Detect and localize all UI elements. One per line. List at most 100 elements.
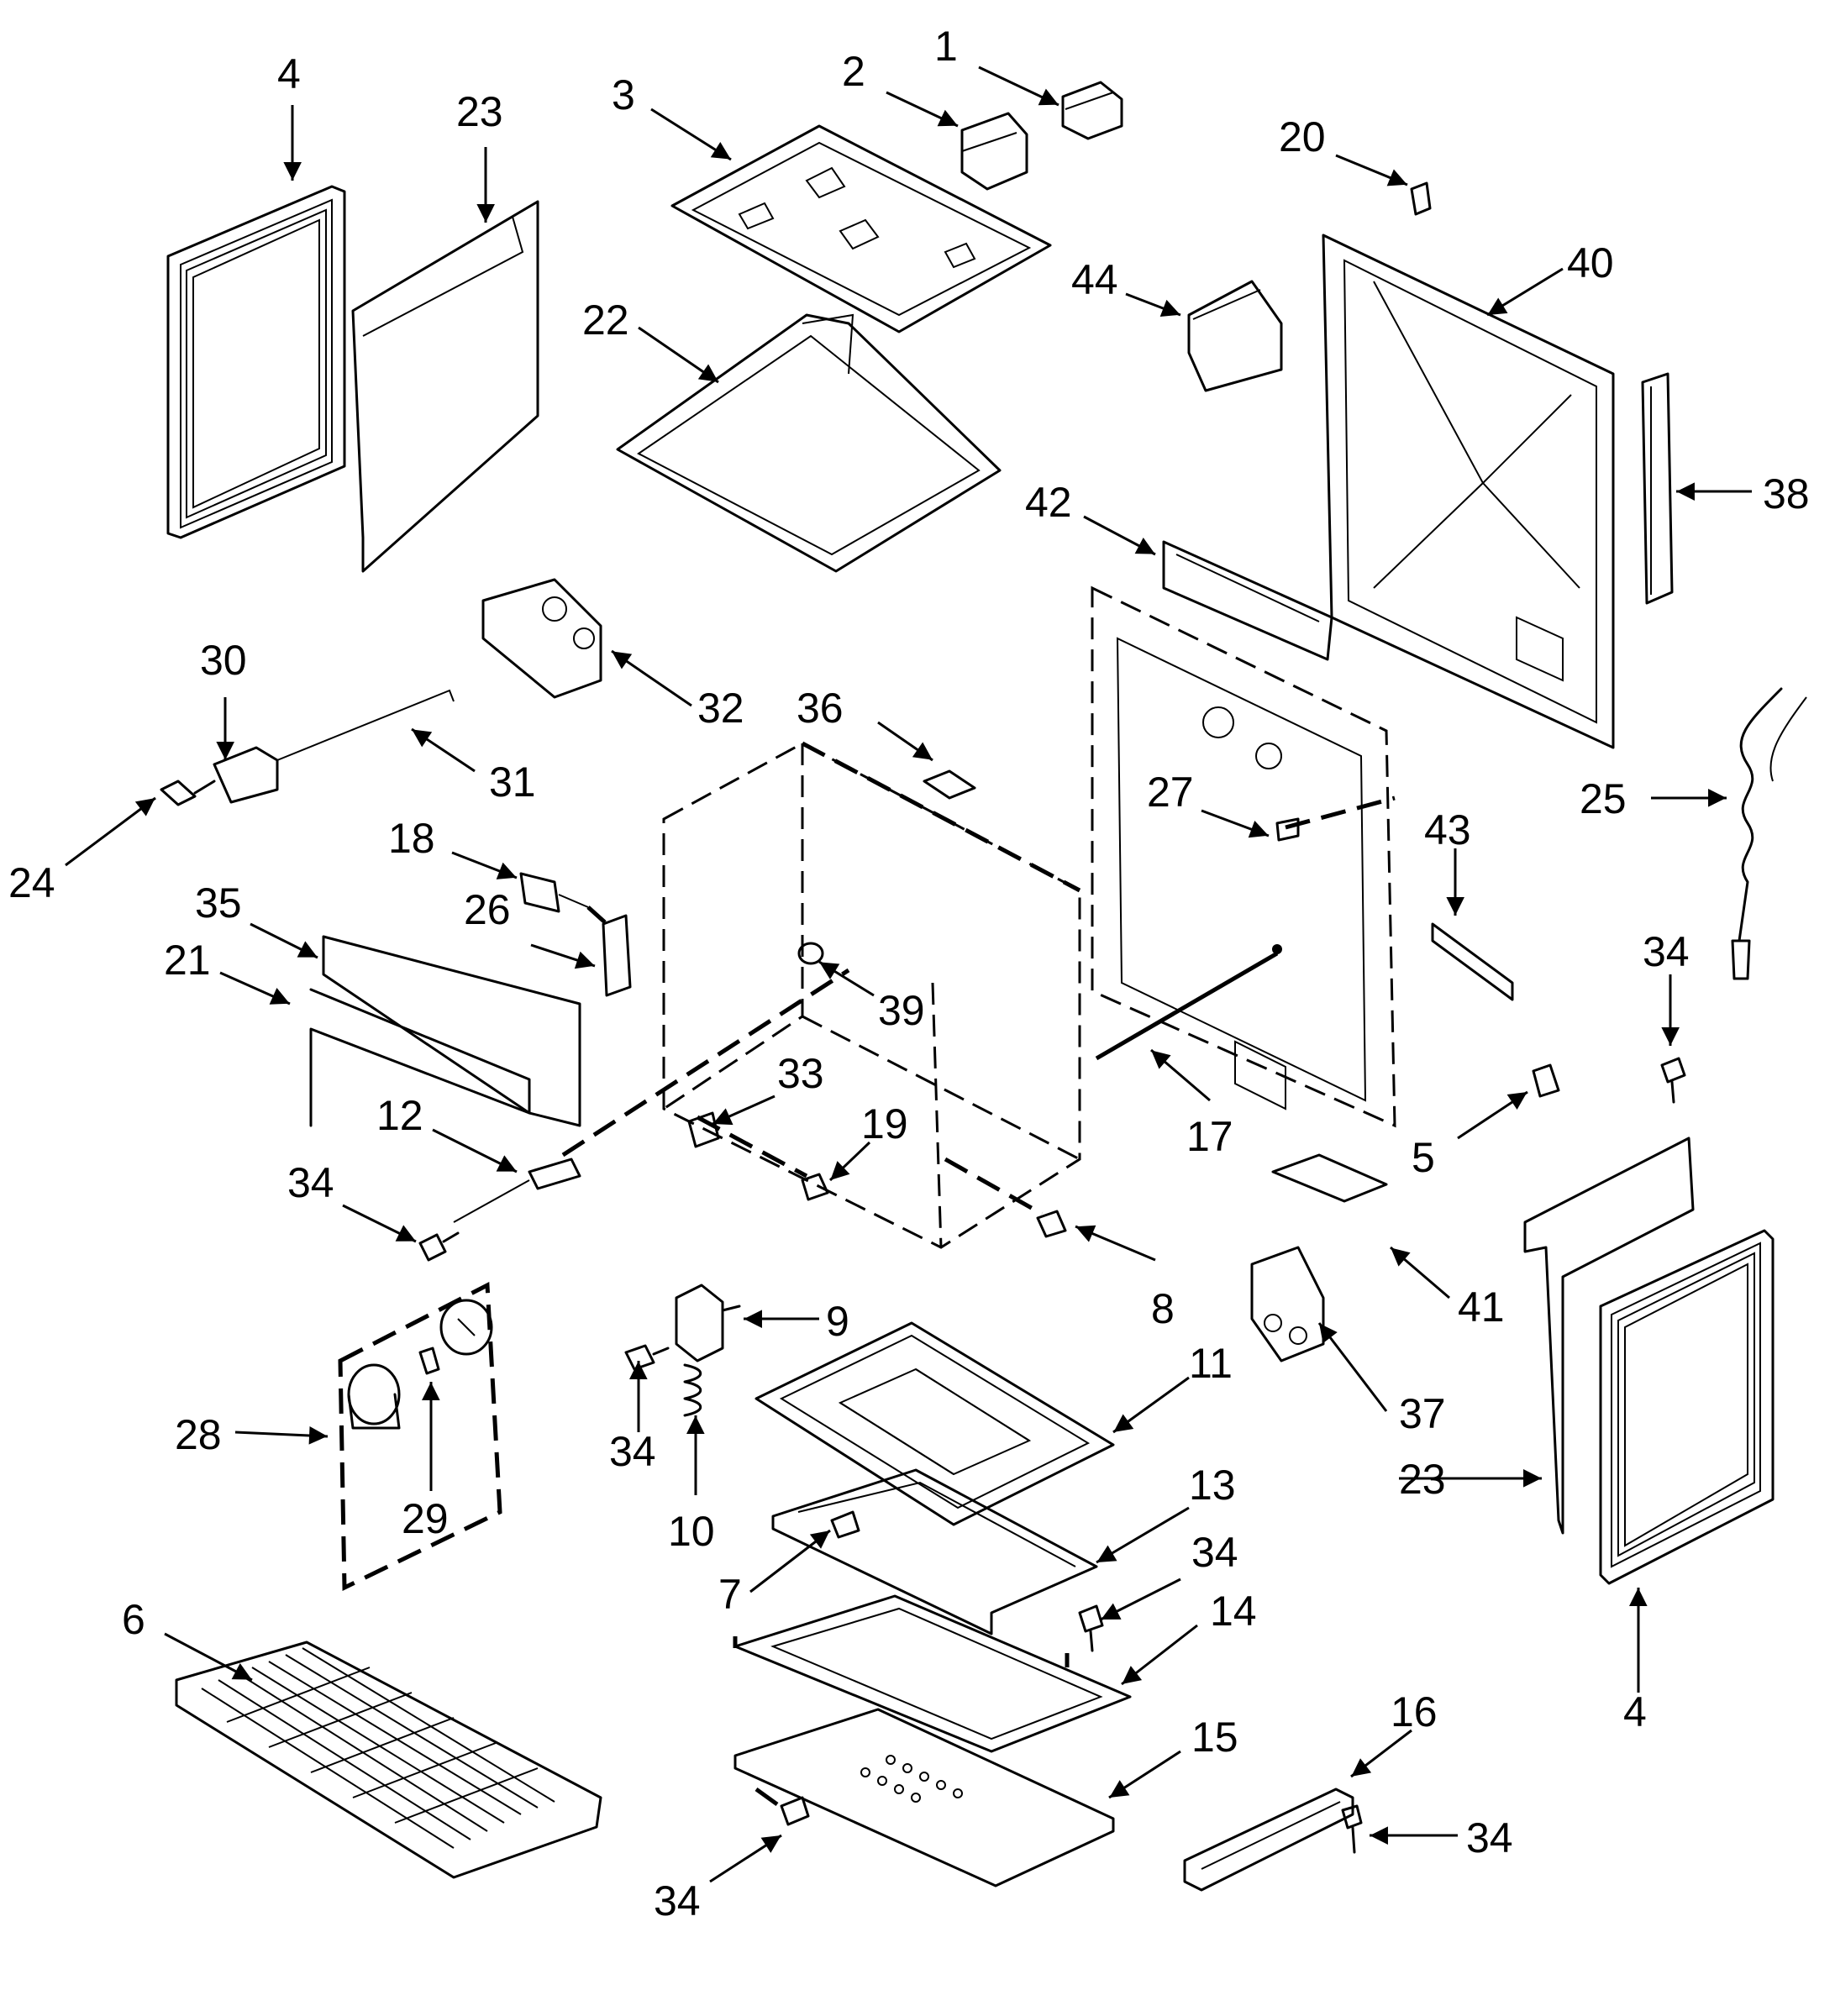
callout-34-bottom-left: 34 <box>654 1877 701 1924</box>
part-4-left-side-panel <box>166 185 346 539</box>
part-24-screw <box>160 780 216 806</box>
part-15-bottom-panel <box>733 1708 1115 1887</box>
callout-23-right: 23 <box>1399 1456 1446 1503</box>
assembly-line-19 <box>696 1115 808 1179</box>
part-35-insulation <box>322 935 581 1127</box>
assembly-line-27 <box>1285 795 1396 830</box>
callout-34-right-top: 34 <box>1643 928 1690 975</box>
callout-42: 42 <box>1025 479 1072 526</box>
callout-1: 1 <box>934 23 958 70</box>
callout-4-right: 4 <box>1623 1688 1647 1735</box>
callout-22: 22 <box>582 297 629 344</box>
callout-31: 31 <box>489 759 536 806</box>
part-34-screw-a <box>418 1231 460 1262</box>
assembly-line-12 <box>561 968 850 1158</box>
part-10-spring <box>683 1363 702 1417</box>
callout-32: 32 <box>697 685 744 732</box>
callout-35: 35 <box>195 879 242 927</box>
callout-14: 14 <box>1210 1588 1257 1635</box>
callout-36: 36 <box>797 685 844 732</box>
callout-38: 38 <box>1763 470 1810 517</box>
part-40-rear-panel <box>1322 234 1615 749</box>
part-32-bracket <box>481 578 602 699</box>
callout-41: 41 <box>1458 1284 1505 1331</box>
callout-5: 5 <box>1412 1134 1435 1181</box>
part-34-screw-b <box>1660 1057 1686 1104</box>
callout-24: 24 <box>8 859 55 906</box>
callout-43: 43 <box>1424 806 1471 853</box>
callout-16: 16 <box>1391 1688 1438 1735</box>
part-43-rail <box>1431 922 1514 1001</box>
callout-34-bottom-right: 34 <box>1466 1814 1513 1861</box>
oven-cavity <box>662 741 1081 1249</box>
part-34-screw-f <box>1341 1804 1363 1854</box>
callout-28: 28 <box>175 1411 222 1458</box>
part-34-screw-c <box>624 1344 670 1371</box>
part-11-oven-bottom <box>755 1321 1115 1526</box>
callout-33: 33 <box>777 1050 824 1097</box>
callout-8: 8 <box>1151 1285 1175 1332</box>
callout-26: 26 <box>464 886 511 933</box>
part-8-screw <box>1036 1210 1067 1238</box>
part-16-leg-bracket <box>1183 1788 1354 1892</box>
callout-37: 37 <box>1399 1390 1446 1437</box>
callout-15: 15 <box>1191 1714 1238 1761</box>
part-34-screw-d <box>1078 1604 1104 1652</box>
part-20-clip <box>1410 181 1432 216</box>
callout-7: 7 <box>718 1571 742 1618</box>
part-26-bracket <box>586 906 632 997</box>
part-37-control-board <box>1250 1246 1325 1362</box>
part-21-panel <box>309 988 531 1127</box>
assembly-line-17 <box>1095 951 1279 1061</box>
callout-44: 44 <box>1071 256 1118 303</box>
part-31-wire <box>276 689 455 761</box>
part-5-clip <box>1532 1063 1560 1098</box>
part-6-oven-rack <box>175 1641 602 1879</box>
part-9-valve <box>675 1284 741 1362</box>
part-27-pin <box>1275 817 1300 842</box>
callout-4-left: 4 <box>277 50 301 97</box>
part-44-bracket <box>1187 280 1283 392</box>
callout-25: 25 <box>1580 775 1627 822</box>
part-39-grommet <box>797 942 824 965</box>
part-12-sensor-probe <box>453 1158 581 1223</box>
callout-10: 10 <box>668 1508 715 1555</box>
leader-arrows <box>65 66 1752 1883</box>
part-14-burner-shield <box>733 1594 1132 1753</box>
callout-27: 27 <box>1147 769 1194 816</box>
callout-21: 21 <box>164 937 211 984</box>
part-4-right-side-panel <box>1599 1229 1775 1585</box>
callout-9: 9 <box>826 1298 849 1345</box>
callout-labels: 1 2 3 4 4 5 6 7 8 9 10 11 12 13 14 15 16… <box>8 23 1810 1924</box>
part-25-power-cord <box>1731 687 1807 980</box>
part-13-tray <box>771 1468 1098 1635</box>
part-22-cooktop-pan <box>616 313 1002 573</box>
part-30-latch <box>213 746 279 804</box>
part-1-bracket <box>1061 81 1123 140</box>
callout-3: 3 <box>612 71 635 118</box>
part-23-left-insulation <box>351 200 539 573</box>
callout-40: 40 <box>1567 239 1614 286</box>
callout-23-left: 23 <box>456 88 503 135</box>
part-2-bracket <box>960 112 1028 191</box>
part-41-shield <box>1271 1153 1388 1203</box>
callout-34-valve: 34 <box>609 1428 656 1475</box>
callout-30: 30 <box>200 637 247 684</box>
assembly-line-8 <box>944 1157 1044 1216</box>
callout-19: 19 <box>861 1100 908 1147</box>
part-42-control-bracket <box>1162 540 1333 661</box>
callout-17: 17 <box>1186 1113 1233 1160</box>
callout-29: 29 <box>402 1495 449 1542</box>
callout-2: 2 <box>842 48 865 95</box>
callout-34-left: 34 <box>287 1159 334 1206</box>
callout-11: 11 <box>1189 1340 1233 1387</box>
callout-34-tray: 34 <box>1191 1529 1238 1576</box>
part-18-sensor <box>519 872 589 913</box>
callout-12: 12 <box>376 1092 423 1139</box>
part-3-top-frame <box>670 124 1052 333</box>
part-23-right-insulation <box>1523 1137 1695 1535</box>
part-34-screw-e <box>755 1787 810 1826</box>
part-33-clip <box>687 1111 720 1148</box>
part-36-clip <box>923 769 976 800</box>
